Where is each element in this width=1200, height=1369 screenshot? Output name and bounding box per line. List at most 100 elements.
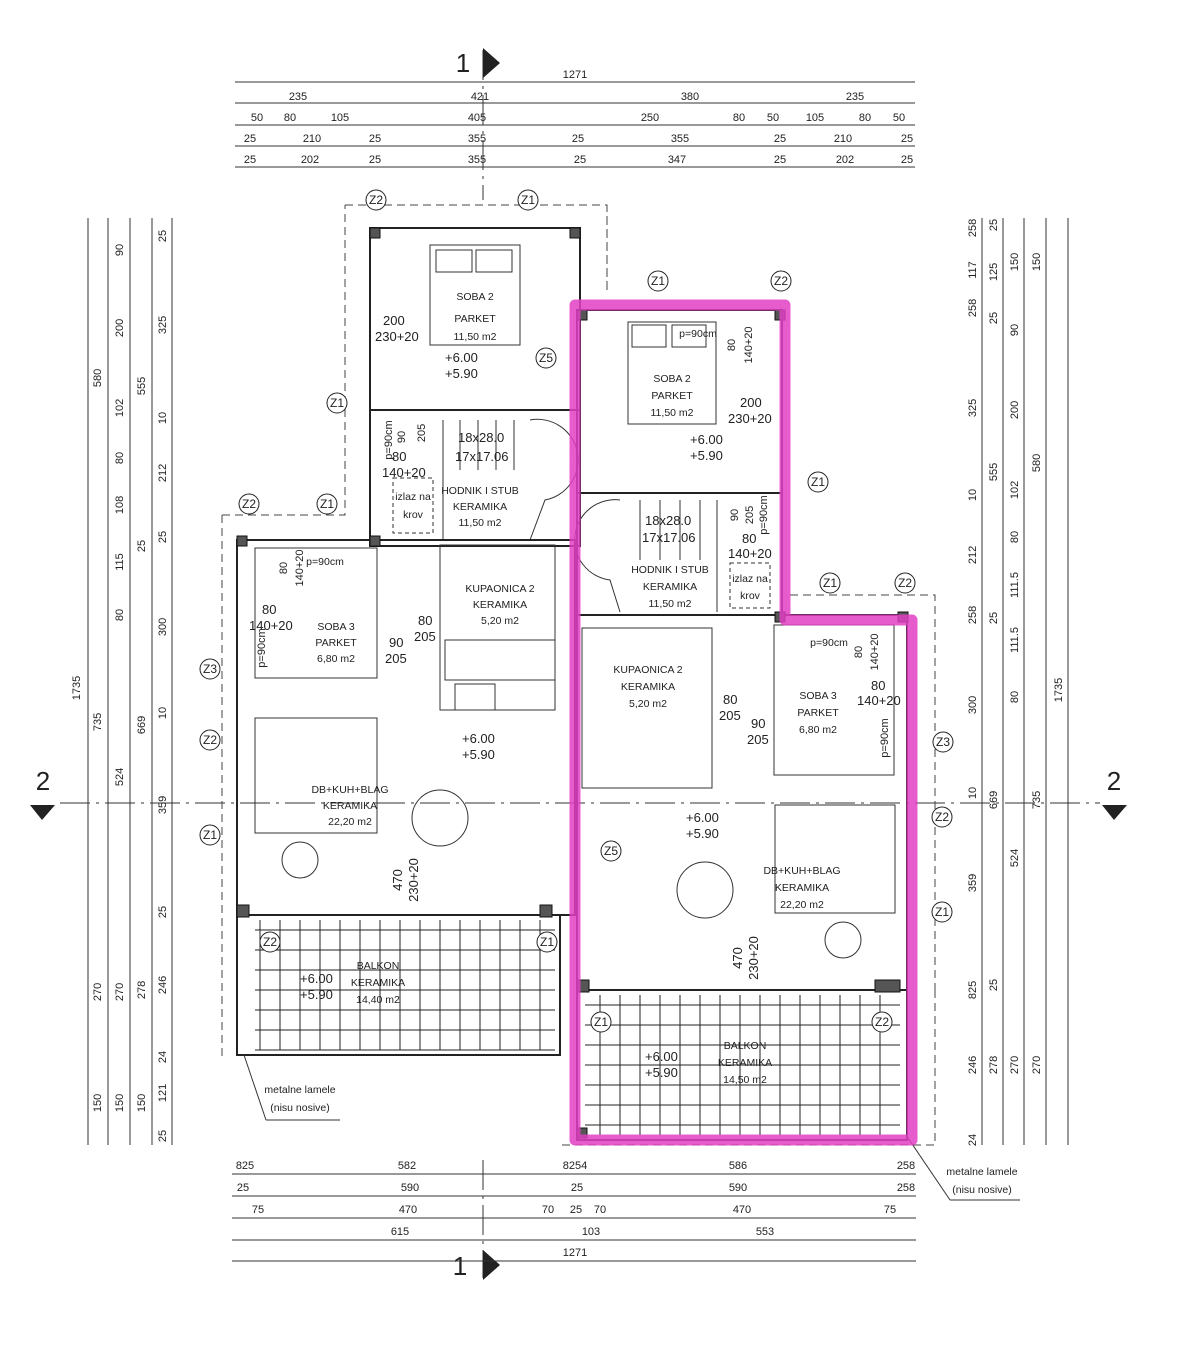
dim-label: 70 (594, 1204, 606, 1216)
dim-label: 524 (1009, 849, 1021, 867)
room-area: 22,20 m2 (328, 816, 372, 828)
stairs-right (574, 499, 718, 613)
dim-label: 70 (542, 1204, 554, 1216)
stair-steps: 17x17.06 (455, 449, 509, 464)
z-marker: Z1 (590, 1011, 612, 1033)
dim-label: 615 (391, 1226, 409, 1238)
window-dim: 90 (396, 431, 408, 443)
dim-label: 735 (1031, 791, 1043, 809)
dim-label: 150 (114, 1094, 126, 1112)
room-floor: KERAMIKA (323, 800, 377, 812)
dim-label: 270 (1031, 1056, 1043, 1074)
door-dim: 80 (723, 692, 737, 707)
room-area: 11,50 m2 (454, 331, 497, 343)
note-label: metalne lamele (946, 1166, 1017, 1178)
section-arrow-icon (483, 48, 500, 78)
left-dimensions: 1735 580 735 270 150 90 200 102 80 108 1… (71, 218, 173, 1145)
svg-text:Z1: Z1 (521, 193, 535, 207)
door-dim: 205 (719, 708, 741, 723)
level-bottom: +5.90 (645, 1065, 678, 1080)
z-marker: Z5 (600, 840, 622, 862)
level-bottom: +5.90 (690, 448, 723, 463)
z-marker: Z1 (316, 493, 338, 515)
z-marker: Z2 (770, 270, 792, 292)
top-dimensions: 1271 235 421 380 235 50 80 105 405 250 8… (235, 69, 915, 168)
room-floor: PARKET (651, 390, 693, 402)
z-marker: Z1 (517, 189, 539, 211)
room-area: 14,40 m2 (356, 994, 400, 1006)
room-floor: KERAMIKA (453, 501, 507, 513)
svg-text:Z2: Z2 (203, 733, 217, 747)
level-top: +6.00 (686, 810, 719, 825)
dim-label: 246 (967, 1056, 979, 1074)
room-name: HODNIK I STUB (631, 564, 709, 576)
dim-label: 347 (668, 154, 686, 166)
dim-label: 108 (114, 496, 126, 514)
svg-text:Z1: Z1 (330, 396, 344, 410)
window-dim: 140+20 (249, 618, 293, 633)
section-arrow-icon (483, 1250, 500, 1280)
dim-label: 25 (571, 1182, 583, 1194)
dim-label: 580 (92, 369, 104, 387)
dim-label: 1735 (71, 676, 83, 700)
room-name: KUPAONICA 2 (613, 664, 682, 676)
door-dim: 230+20 (375, 329, 419, 344)
dim-label: 75 (884, 1204, 896, 1216)
svg-text:Z1: Z1 (203, 828, 217, 842)
dim-label: 10 (967, 489, 979, 501)
door-dim: 470 (730, 947, 745, 969)
dim-label: 212 (967, 546, 979, 564)
svg-text:Z1: Z1 (651, 274, 665, 288)
dim-label: 470 (733, 1204, 751, 1216)
dim-label: 25 (774, 133, 786, 145)
dim-label: 25 (901, 154, 913, 166)
z-marker: Z5 (535, 347, 557, 369)
room-name: KUPAONICA 2 (465, 583, 534, 595)
dim-label: 825 (967, 981, 979, 999)
dim-label: 669 (136, 716, 148, 734)
dim-label: 25 (774, 154, 786, 166)
dim-label: 8254 (563, 1160, 587, 1172)
dim-label: 111.5 (1009, 627, 1021, 653)
door-dim: 230+20 (406, 858, 421, 902)
dim-label: 258 (897, 1182, 915, 1194)
dim-label: 355 (671, 133, 689, 145)
z-marker: Z2 (894, 572, 916, 594)
room-floor: PARKET (315, 637, 357, 649)
dim-label: 90 (114, 244, 126, 256)
door-dim: 80 (418, 613, 432, 628)
level-top: +6.00 (300, 971, 333, 986)
window-dim: 205 (416, 424, 428, 442)
section-label-bottom: 1 (453, 1251, 467, 1281)
door-dim: 200 (383, 313, 405, 328)
z-marker: Z2 (259, 931, 281, 953)
dim-label: 553 (756, 1226, 774, 1238)
room-floor: PARKET (454, 313, 496, 325)
dim-label: 590 (401, 1182, 419, 1194)
dim-label: 125 (988, 263, 1000, 281)
window-dim: p=90cm (383, 420, 395, 459)
room-area: 6,80 m2 (799, 724, 837, 736)
window-dim: 140+20 (869, 633, 881, 670)
dim-label: 10 (157, 412, 169, 424)
z-marker: Z2 (199, 729, 221, 751)
dim-label: 200 (1009, 401, 1021, 419)
dim-label: 590 (729, 1182, 747, 1194)
dim-label: 150 (92, 1094, 104, 1112)
dim-label: 25 (237, 1182, 249, 1194)
dim-label: 25 (157, 1130, 169, 1142)
roof-exit-label: izlaz na (732, 573, 768, 585)
svg-text:Z1: Z1 (594, 1015, 608, 1029)
dim-label: 200 (114, 319, 126, 337)
dim-label: 10 (967, 787, 979, 799)
dim-label: 50 (767, 112, 779, 124)
dim-label: 25 (988, 979, 1000, 991)
roof-exit-label: krov (403, 509, 424, 521)
door-dim: 205 (747, 732, 769, 747)
window-dim: p=90cm (256, 628, 268, 667)
balcony-tiles-left (255, 920, 555, 1051)
dim-label: 25 (369, 133, 381, 145)
dim-label: 10 (157, 707, 169, 719)
dim-label: 25 (574, 154, 586, 166)
dim-label: 50 (893, 112, 905, 124)
